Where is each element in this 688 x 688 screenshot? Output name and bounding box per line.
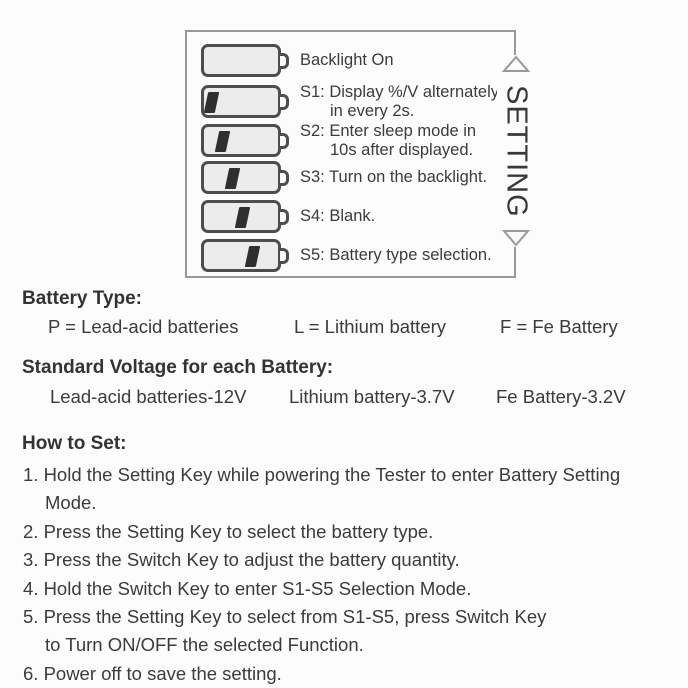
label-line1: S2: Enter sleep mode in: [300, 122, 477, 140]
battery-body: [201, 44, 281, 77]
battery-level-segment: [224, 168, 241, 189]
setting-diagram-box: Backlight On S1: Display %/V alternately…: [185, 30, 516, 278]
battery-icon: [201, 200, 289, 233]
label-line1: S5: Battery type selection.: [300, 246, 492, 265]
how-to-set-heading: How to Set:: [22, 433, 127, 454]
step-5-line-1: 5. Press the Setting Key to select from …: [23, 606, 547, 628]
voltage-item-lead-acid: Lead-acid batteries-12V: [50, 386, 247, 407]
step-2: 2. Press the Setting Key to select the b…: [23, 520, 434, 542]
up-arrow-icon: [502, 55, 530, 72]
step-1-line-2: Mode.: [45, 492, 97, 514]
label-line1: S4: Blank.: [300, 207, 376, 226]
diagram-row-label: S4: Blank.: [300, 207, 375, 226]
battery-level-segment: [214, 131, 231, 152]
battery-body: [201, 239, 281, 272]
battery-terminal: [280, 169, 289, 186]
voltage-item-fe: Fe Battery-3.2V: [496, 386, 626, 407]
step-5-line-2: to Turn ON/OFF the selected Function.: [45, 634, 364, 656]
battery-type-heading: Battery Type:: [22, 288, 143, 309]
battery-terminal: [280, 93, 289, 110]
step-6: 6. Power off to save the setting.: [23, 662, 282, 684]
battery-icon: [201, 161, 289, 194]
diagram-row-label: S3: Turn on the backlight.: [300, 168, 487, 187]
step-1-line-1: 1. Hold the Setting Key while powering t…: [23, 464, 621, 485]
battery-terminal: [280, 247, 289, 264]
battery-terminal: [280, 132, 289, 149]
battery-body: [201, 85, 281, 118]
diagram-row-s4: S4: Blank.: [201, 200, 375, 233]
battery-type-item-l: L = Lithium battery: [294, 316, 447, 337]
battery-level-segment: [204, 92, 220, 113]
standard-voltage-heading: Standard Voltage for each Battery:: [22, 357, 334, 378]
battery-terminal: [280, 52, 289, 69]
battery-terminal: [280, 208, 289, 225]
label-line2: in every 2s.: [330, 101, 415, 120]
how-to-set-steps: 1. Hold the Setting Key while powering t…: [23, 461, 620, 688]
battery-type-item-p: P = Lead-acid batteries: [48, 316, 239, 337]
voltage-item-lithium: Lithium battery-3.7V: [289, 386, 455, 407]
step-4: 4. Hold the Switch Key to enter S1-S5 Se…: [23, 577, 472, 599]
label-line1: S3: Turn on the backlight.: [300, 168, 488, 187]
battery-icon: [201, 124, 289, 157]
battery-level-segment: [234, 207, 251, 228]
setting-label-column: SETTING: [497, 55, 535, 247]
battery-icon: [201, 85, 289, 118]
diagram-row-s3: S3: Turn on the backlight.: [201, 161, 487, 194]
diagram-row-label: Backlight On: [300, 51, 394, 70]
battery-body: [201, 200, 281, 233]
diagram-row-s5: S5: Battery type selection.: [201, 239, 492, 272]
battery-body: [201, 124, 281, 157]
battery-type-item-f: F = Fe Battery: [500, 316, 618, 337]
down-arrow-icon: [502, 229, 530, 247]
setting-vertical-label: SETTING: [500, 84, 533, 218]
label-line1: Backlight On: [300, 51, 394, 70]
battery-icon: [201, 239, 289, 272]
diagram-row-backlight: Backlight On: [201, 44, 394, 77]
battery-icon: [201, 44, 289, 77]
label-line2: 10s after displayed.: [330, 140, 474, 159]
diagram-row-label: S5: Battery type selection.: [300, 246, 492, 265]
step-3: 3. Press the Switch Key to adjust the ba…: [23, 549, 460, 571]
battery-body: [201, 161, 281, 194]
label-line1: S1: Display %/V alternately: [300, 83, 500, 101]
battery-level-segment: [244, 246, 261, 267]
